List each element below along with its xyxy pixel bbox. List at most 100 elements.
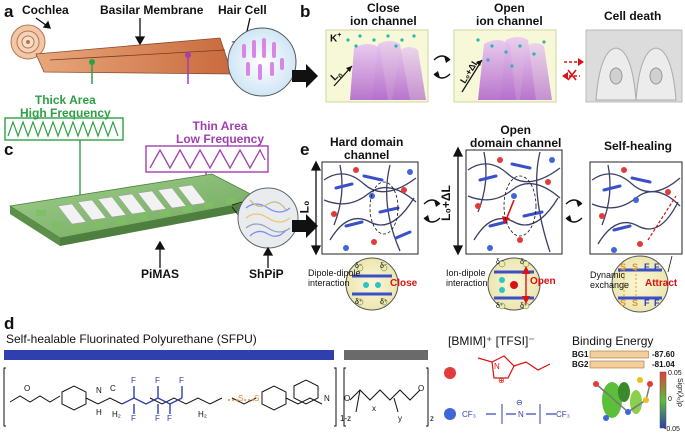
- basilar-membrane-label: Basilar Membrane: [100, 3, 204, 17]
- thin-area-line2: Low Frequency: [176, 132, 265, 146]
- basilar-membrane: [35, 37, 233, 75]
- delta-neg-4: δ⁻: [520, 259, 528, 266]
- sign-lambda-axis-label: Sign(λ₂)ρ: [676, 378, 683, 407]
- cell-death-arrow: [562, 58, 584, 81]
- bg2-label: BG2: [572, 360, 589, 369]
- soft-segment-bar: [344, 350, 428, 360]
- open-line1: Open: [494, 1, 525, 15]
- delta-pos-4: δ⁺: [520, 303, 528, 310]
- open-line2: ion channel: [476, 14, 543, 28]
- sulfur-4: S: [632, 298, 639, 308]
- delta-pos-3: δ⁺: [496, 303, 504, 310]
- sulfur-2: S: [632, 262, 639, 272]
- panel-label-e: e: [300, 140, 310, 159]
- open-domain-network: [465, 149, 563, 255]
- binding-energy-bar-1: [589, 350, 649, 359]
- axis-mid-label: 0: [668, 396, 672, 403]
- thin-area-label: Thin Area Low Frequency: [176, 120, 264, 146]
- cell-death-label: Cell death: [604, 9, 662, 23]
- e-l0-label: L₀: [297, 200, 312, 214]
- low-frequency-waveform-box: [145, 145, 269, 173]
- close-channel-box: [325, 29, 429, 103]
- dd-line1: Dipole-dipole: [308, 268, 361, 278]
- id-line1: Ion-dipole: [446, 268, 486, 278]
- low-frequency-waveform: [149, 148, 266, 170]
- tfsi-structure: [444, 404, 556, 424]
- high-frequency-waveform: [7, 120, 119, 138]
- k-ion-text: K: [330, 33, 338, 45]
- atom-h2-2: H₂: [198, 410, 207, 419]
- cochlea-spiral: [10, 24, 46, 60]
- atom-h-1: H: [96, 408, 102, 417]
- atom-n-1: N: [96, 386, 102, 395]
- pimas-device: [8, 173, 264, 246]
- delta-pos-1: δ⁺: [355, 299, 363, 306]
- atom-f-1: F: [131, 376, 136, 385]
- hard-line2: channel: [343, 148, 390, 162]
- fluorinated-chain: [121, 386, 183, 414]
- delta-pos-2: δ⁺: [380, 299, 388, 306]
- sub-y: y: [398, 414, 402, 423]
- sub-z: z: [430, 414, 434, 423]
- hard-line1: Hard domain: [330, 135, 404, 149]
- close-line2: ion channel: [350, 14, 417, 28]
- close-state-label: Close: [390, 278, 418, 289]
- open-state-label: Open: [530, 276, 556, 287]
- thin-area-line1: Thin Area: [192, 119, 248, 133]
- fluorine-2: F: [654, 262, 660, 272]
- atom-f-4: F: [155, 414, 160, 423]
- sfpu-title: Self-healable Fluorinated Polyurethane (…: [6, 332, 257, 346]
- panel-label-b: b: [300, 2, 311, 21]
- tfsi-minus: ⊖: [516, 398, 523, 407]
- thick-area-line2: High Frequency: [20, 106, 111, 120]
- atom-o-3: O: [418, 384, 425, 393]
- atom-c-1: C: [110, 384, 116, 393]
- shpip-circle: [237, 187, 299, 249]
- attract-label: Attract: [645, 278, 678, 289]
- bg1-label: BG1: [572, 350, 589, 359]
- potassium-ion-label: K+: [330, 32, 341, 44]
- hard-domain-network: [321, 161, 419, 255]
- tfsi-cf3-left: CF₃: [462, 410, 476, 419]
- open-domain-zoom: [487, 257, 541, 311]
- atom-h2-1: H₂: [112, 410, 121, 419]
- delta-neg-1: δ⁻: [355, 263, 363, 270]
- dd-line2: interaction: [308, 278, 350, 288]
- hard-domain-zoom: [345, 257, 399, 311]
- dipole-dipole-label: Dipole-dipole interaction: [308, 268, 361, 288]
- binding-energy-bar-2: [589, 360, 645, 369]
- tfsi-n: N: [518, 410, 524, 419]
- dyn-line2: exchange: [590, 280, 630, 290]
- self-healing-network: [589, 161, 683, 255]
- open-domain-line1: Open: [500, 123, 532, 137]
- atom-f-3: F: [155, 376, 160, 385]
- close-ion-channel-label: Close ion channel: [350, 2, 417, 28]
- dynamic-exchange-label: Dynamic exchange: [590, 270, 629, 290]
- sfpu-segment-bar: [4, 350, 334, 360]
- cell-death-box: [585, 29, 683, 103]
- hair-cell-label: Hair Cell: [218, 3, 267, 17]
- molecular-visualization: [593, 377, 653, 421]
- atom-f-6: F: [179, 376, 184, 385]
- sub-1z: 1-z: [340, 414, 352, 423]
- dyn-line1: Dynamic: [590, 270, 626, 280]
- panel-label-d: d: [4, 314, 15, 333]
- atom-o-2: O: [344, 394, 351, 403]
- bg2-value: -81.04: [652, 360, 675, 369]
- e-l-delta-label: L₀+ΔL: [438, 185, 453, 221]
- atom-s-2: S: [254, 394, 260, 403]
- sulfur-1: S: [620, 262, 627, 272]
- tfsi-cf3-right: CF₃: [556, 410, 570, 419]
- bmim-plus: ⊕: [498, 376, 505, 385]
- close-line1: Close: [367, 1, 400, 15]
- axis-min-label: -0.05: [664, 426, 680, 433]
- bg1-value: -87.60: [652, 350, 675, 359]
- atom-f-5: F: [167, 414, 172, 423]
- fluorine-3: F: [644, 298, 650, 308]
- thick-area-label: Thick Area High Frequency: [20, 94, 111, 120]
- panel-label-a: a: [4, 2, 14, 21]
- fluorine-4: F: [654, 298, 660, 308]
- cochlea-label: Cochlea: [22, 3, 69, 17]
- open-domain-line2: domain channel: [470, 136, 562, 150]
